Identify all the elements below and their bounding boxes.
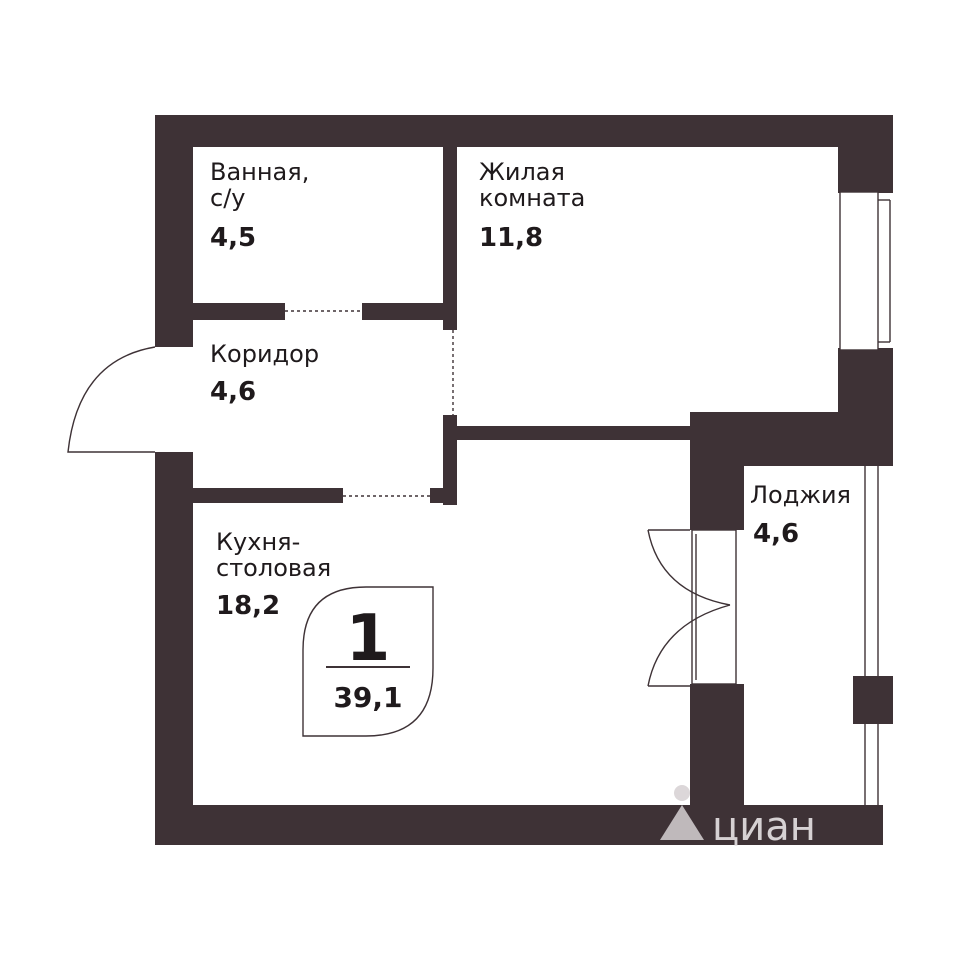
- badge-leaf-shape: [302, 586, 434, 737]
- partition-bath-living: [443, 147, 457, 330]
- walls: [155, 115, 893, 845]
- left-wall-lower: [155, 452, 193, 845]
- loggia-wall-lower: [690, 684, 744, 845]
- top-wall: [155, 115, 893, 147]
- entrance-door-swing: [67, 346, 156, 453]
- bottom-wall: [155, 805, 883, 845]
- kitchen-area: 18,2: [216, 591, 280, 621]
- badge-total-area: 39,1: [333, 681, 402, 714]
- living-area: 11,8: [479, 223, 543, 253]
- apartment-badge: 1 39,1: [302, 586, 434, 737]
- kitchen-label-line1: Кухня-: [216, 528, 300, 556]
- corridor-post-foot: [430, 488, 457, 503]
- badge-room-count: 1: [346, 602, 391, 676]
- partition-bath-corridor-right: [362, 303, 452, 320]
- bathroom-label-line1: Ванная,: [210, 158, 309, 186]
- left-wall-upper: [155, 115, 193, 347]
- living-window: [839, 191, 879, 351]
- doors: [67, 310, 731, 687]
- cian-logo-icon: [660, 785, 704, 840]
- loggia-area: 4,6: [753, 519, 799, 549]
- corridor-area: 4,6: [210, 377, 256, 407]
- right-wall-upper: [838, 115, 893, 193]
- watermark: циан: [660, 785, 816, 850]
- partition-kitchen-living: [445, 426, 695, 440]
- watermark-text: циан: [712, 804, 816, 850]
- partition-bath-corridor-left: [193, 303, 285, 320]
- bathroom-area: 4,5: [210, 223, 256, 253]
- living-label-line1: Жилая: [479, 158, 565, 186]
- room-loggia: Лоджия 4,6: [750, 481, 851, 549]
- balcony-door-leaf-lower: [647, 604, 731, 687]
- kitchen-label-line2: столовая: [216, 554, 331, 582]
- room-bathroom: Ванная, с/у 4,5: [210, 158, 309, 253]
- balcony-door-leaf-upper: [647, 529, 731, 606]
- living-label-line2: комната: [479, 184, 585, 212]
- balcony-door-frame: [691, 529, 737, 685]
- partition-corridor-kitchen: [193, 488, 343, 503]
- room-living: Жилая комната 11,8: [479, 158, 585, 253]
- room-kitchen: Кухня- столовая 18,2: [216, 528, 331, 621]
- room-corridor: Коридор 4,6: [210, 340, 319, 407]
- loggia-label: Лоджия: [750, 481, 851, 509]
- loggia-pillar: [853, 676, 893, 724]
- corridor-label: Коридор: [210, 340, 319, 368]
- bathroom-label-line2: с/у: [210, 184, 245, 212]
- corridor-post: [443, 415, 457, 505]
- windows: [691, 191, 891, 805]
- loggia-wall-upper: [690, 412, 744, 530]
